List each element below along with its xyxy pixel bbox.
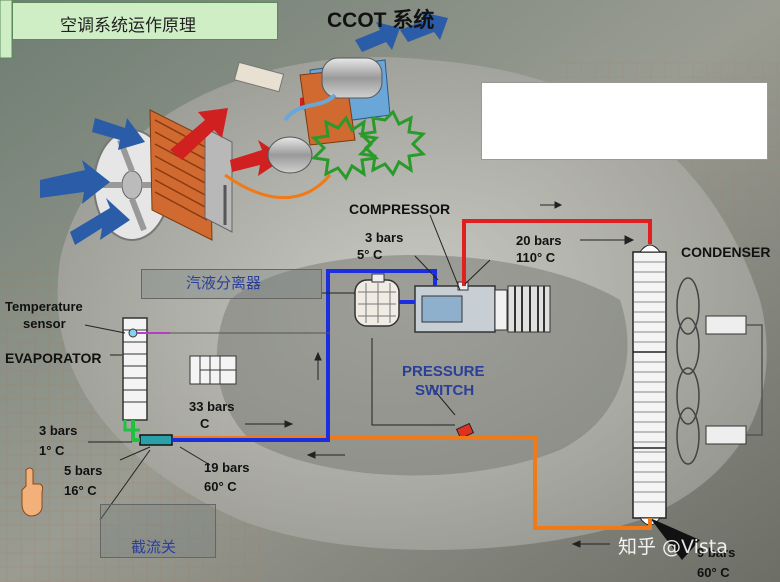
compressor xyxy=(414,281,551,333)
pressure-switch-label-line2: SWITCH xyxy=(415,382,475,399)
overlap-temp: C xyxy=(200,416,210,431)
liquid-line-temp: 60° C xyxy=(204,479,237,494)
refrigerant-lines xyxy=(123,219,652,530)
accumulator-label-box: 汽液分离器 xyxy=(141,269,322,299)
condenser-outlet-temp: 60° C xyxy=(697,565,730,580)
orifice-tube xyxy=(139,434,173,446)
orifice-tube-label: 截流关 xyxy=(131,538,177,556)
temperature-sensor-label-line1: Temperature xyxy=(5,299,83,314)
orifice-tube-label-box: 截流关 xyxy=(100,504,216,558)
pressure-switch-body xyxy=(455,422,475,440)
watermark: 知乎 @Vista xyxy=(618,536,728,558)
page-title: CCOT 系统 xyxy=(327,9,435,32)
evaporator-outlet-temp: 1° C xyxy=(39,443,65,458)
evaporator-label: EVAPORATOR xyxy=(5,350,102,366)
condenser-label: CONDENSER xyxy=(681,244,771,260)
evaporator-inlet-temp: 16° C xyxy=(64,483,97,498)
pressure-switch-label-line1: PRESSURE xyxy=(402,363,485,380)
compressor-outlet-temp: 110° C xyxy=(516,250,556,265)
compressor-inlet-pressure: 3 bars xyxy=(365,230,404,245)
evaporator-inlet-pressure: 5 bars xyxy=(64,463,103,478)
accumulator-label: 汽液分离器 xyxy=(186,274,262,292)
accumulator xyxy=(354,273,400,327)
compressor-outlet-pressure: 20 bars xyxy=(516,233,562,248)
compressor-inlet-temp: 5° C xyxy=(357,247,383,262)
condenser-fan-illustration xyxy=(40,12,448,245)
condenser-unit xyxy=(632,244,763,560)
overlap-pressure: 33 bars xyxy=(189,399,235,414)
section-title: 空调系统运作原理 xyxy=(60,16,196,36)
pointing-hand-icon xyxy=(21,467,44,517)
evaporator-unit xyxy=(122,317,237,421)
orifice-tube-photo-frame xyxy=(481,82,768,160)
temperature-sensor-label-line2: sensor xyxy=(23,316,66,331)
section-banner: 空调系统运作原理 xyxy=(12,2,278,40)
compressor-label: COMPRESSOR xyxy=(349,201,451,217)
condenser-outlet-pressure: 9 bars xyxy=(697,545,736,560)
evaporator-outlet-pressure: 3 bars xyxy=(39,423,78,438)
liquid-line-pressure: 19 bars xyxy=(204,460,250,475)
